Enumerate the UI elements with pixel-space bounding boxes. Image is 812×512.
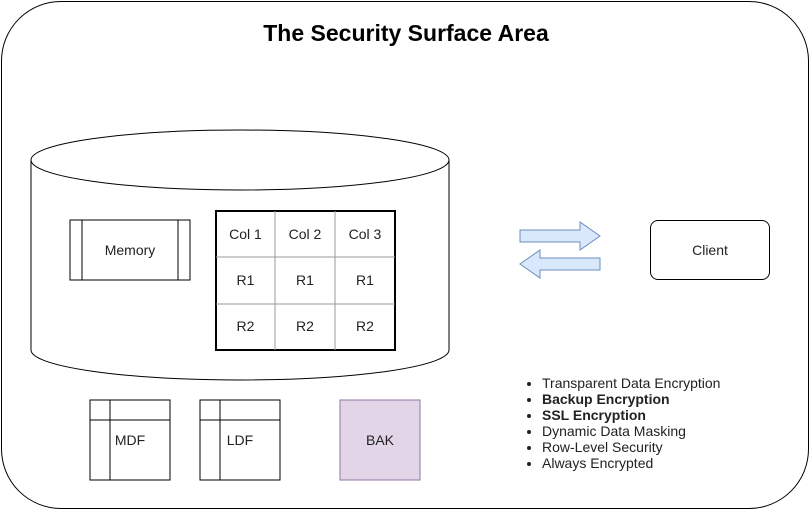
diagram-title: The Security Surface Area [263,20,549,46]
arrow-right-icon [519,221,601,251]
table-cell: R2 [296,318,314,334]
feature-item: Backup Encryption [542,391,720,407]
bak-label: BAK [365,432,394,448]
feature-item: SSL Encryption [542,407,720,423]
arrow-left-icon [519,249,601,279]
memory-label: Memory [104,242,156,258]
client-box: Client [650,220,770,280]
table-cell: R2 [356,318,374,334]
table-grid [215,210,396,351]
table-cell: R1 [356,272,374,288]
memory-box [69,219,191,281]
feature-item: Always Encrypted [542,455,720,471]
table-header-cell: Col 3 [348,226,382,242]
table-header-cell: Col 2 [288,226,322,242]
mdf-label: MDF [114,432,146,448]
ldf-file-shape [199,399,281,481]
feature-item: Dynamic Data Masking [542,423,720,439]
security-features-list: Transparent Data Encryption Backup Encry… [524,375,720,471]
mdf-file-shape [89,399,171,481]
client-label: Client [692,242,728,258]
feature-item: Row-Level Security [542,439,720,455]
table-cell: R1 [296,272,314,288]
table-cell: R1 [236,272,255,288]
table-cell: R2 [236,318,255,334]
bak-file-shape [339,399,421,481]
feature-item: Transparent Data Encryption [542,375,720,391]
table-header-cell: Col 1 [229,226,262,242]
ldf-label: LDF [226,432,254,448]
